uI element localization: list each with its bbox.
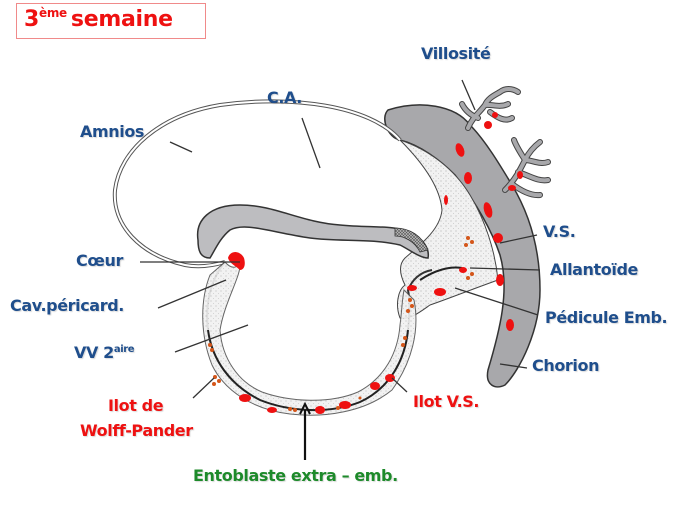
allantoid-duct	[419, 266, 463, 281]
label-pedicule-emb: Pédicule Emb.	[545, 308, 668, 327]
embryonic-disc	[196, 204, 430, 259]
heart-shape	[228, 252, 245, 270]
label-vv: VV 2	[74, 343, 114, 362]
label-chorion: Chorion	[532, 356, 600, 375]
label-cav-pericard: Cav.péricard.	[10, 296, 124, 315]
extraembryonic-mesoderm	[202, 261, 417, 416]
label-ca: C.A.	[267, 88, 302, 107]
label-coeur: Cœur	[76, 251, 123, 270]
label-allantoide: Allantoïde	[550, 260, 638, 279]
label-vv-superscript: aire	[113, 344, 135, 355]
label-vv-2aire: VV 2aire	[74, 343, 135, 362]
label-amnios: Amnios	[80, 122, 145, 141]
label-entoblaste: Entoblaste extra – emb.	[193, 466, 398, 485]
label-ilot-vs: Ilot V.S.	[413, 392, 480, 411]
label-villosite: Villosité	[421, 44, 491, 63]
blood-islands	[239, 112, 523, 414]
title-word: semaine	[70, 7, 173, 32]
title-frame	[16, 3, 206, 39]
label-vs: V.S.	[543, 222, 576, 241]
leader-lines	[140, 79, 541, 399]
label-ilot-wolff-line2: Wolff-Pander	[80, 421, 193, 440]
blood-island-clusters	[208, 236, 474, 412]
prechordal-hatch	[394, 227, 429, 253]
amnios-membrane	[112, 99, 402, 269]
title-superscript: ème	[39, 6, 67, 20]
chorion-shape	[384, 86, 551, 388]
title-number: 3	[24, 7, 40, 32]
entoblaste-arrow	[299, 401, 311, 460]
label-ilot-wolff-line1: Ilot de	[108, 396, 164, 415]
